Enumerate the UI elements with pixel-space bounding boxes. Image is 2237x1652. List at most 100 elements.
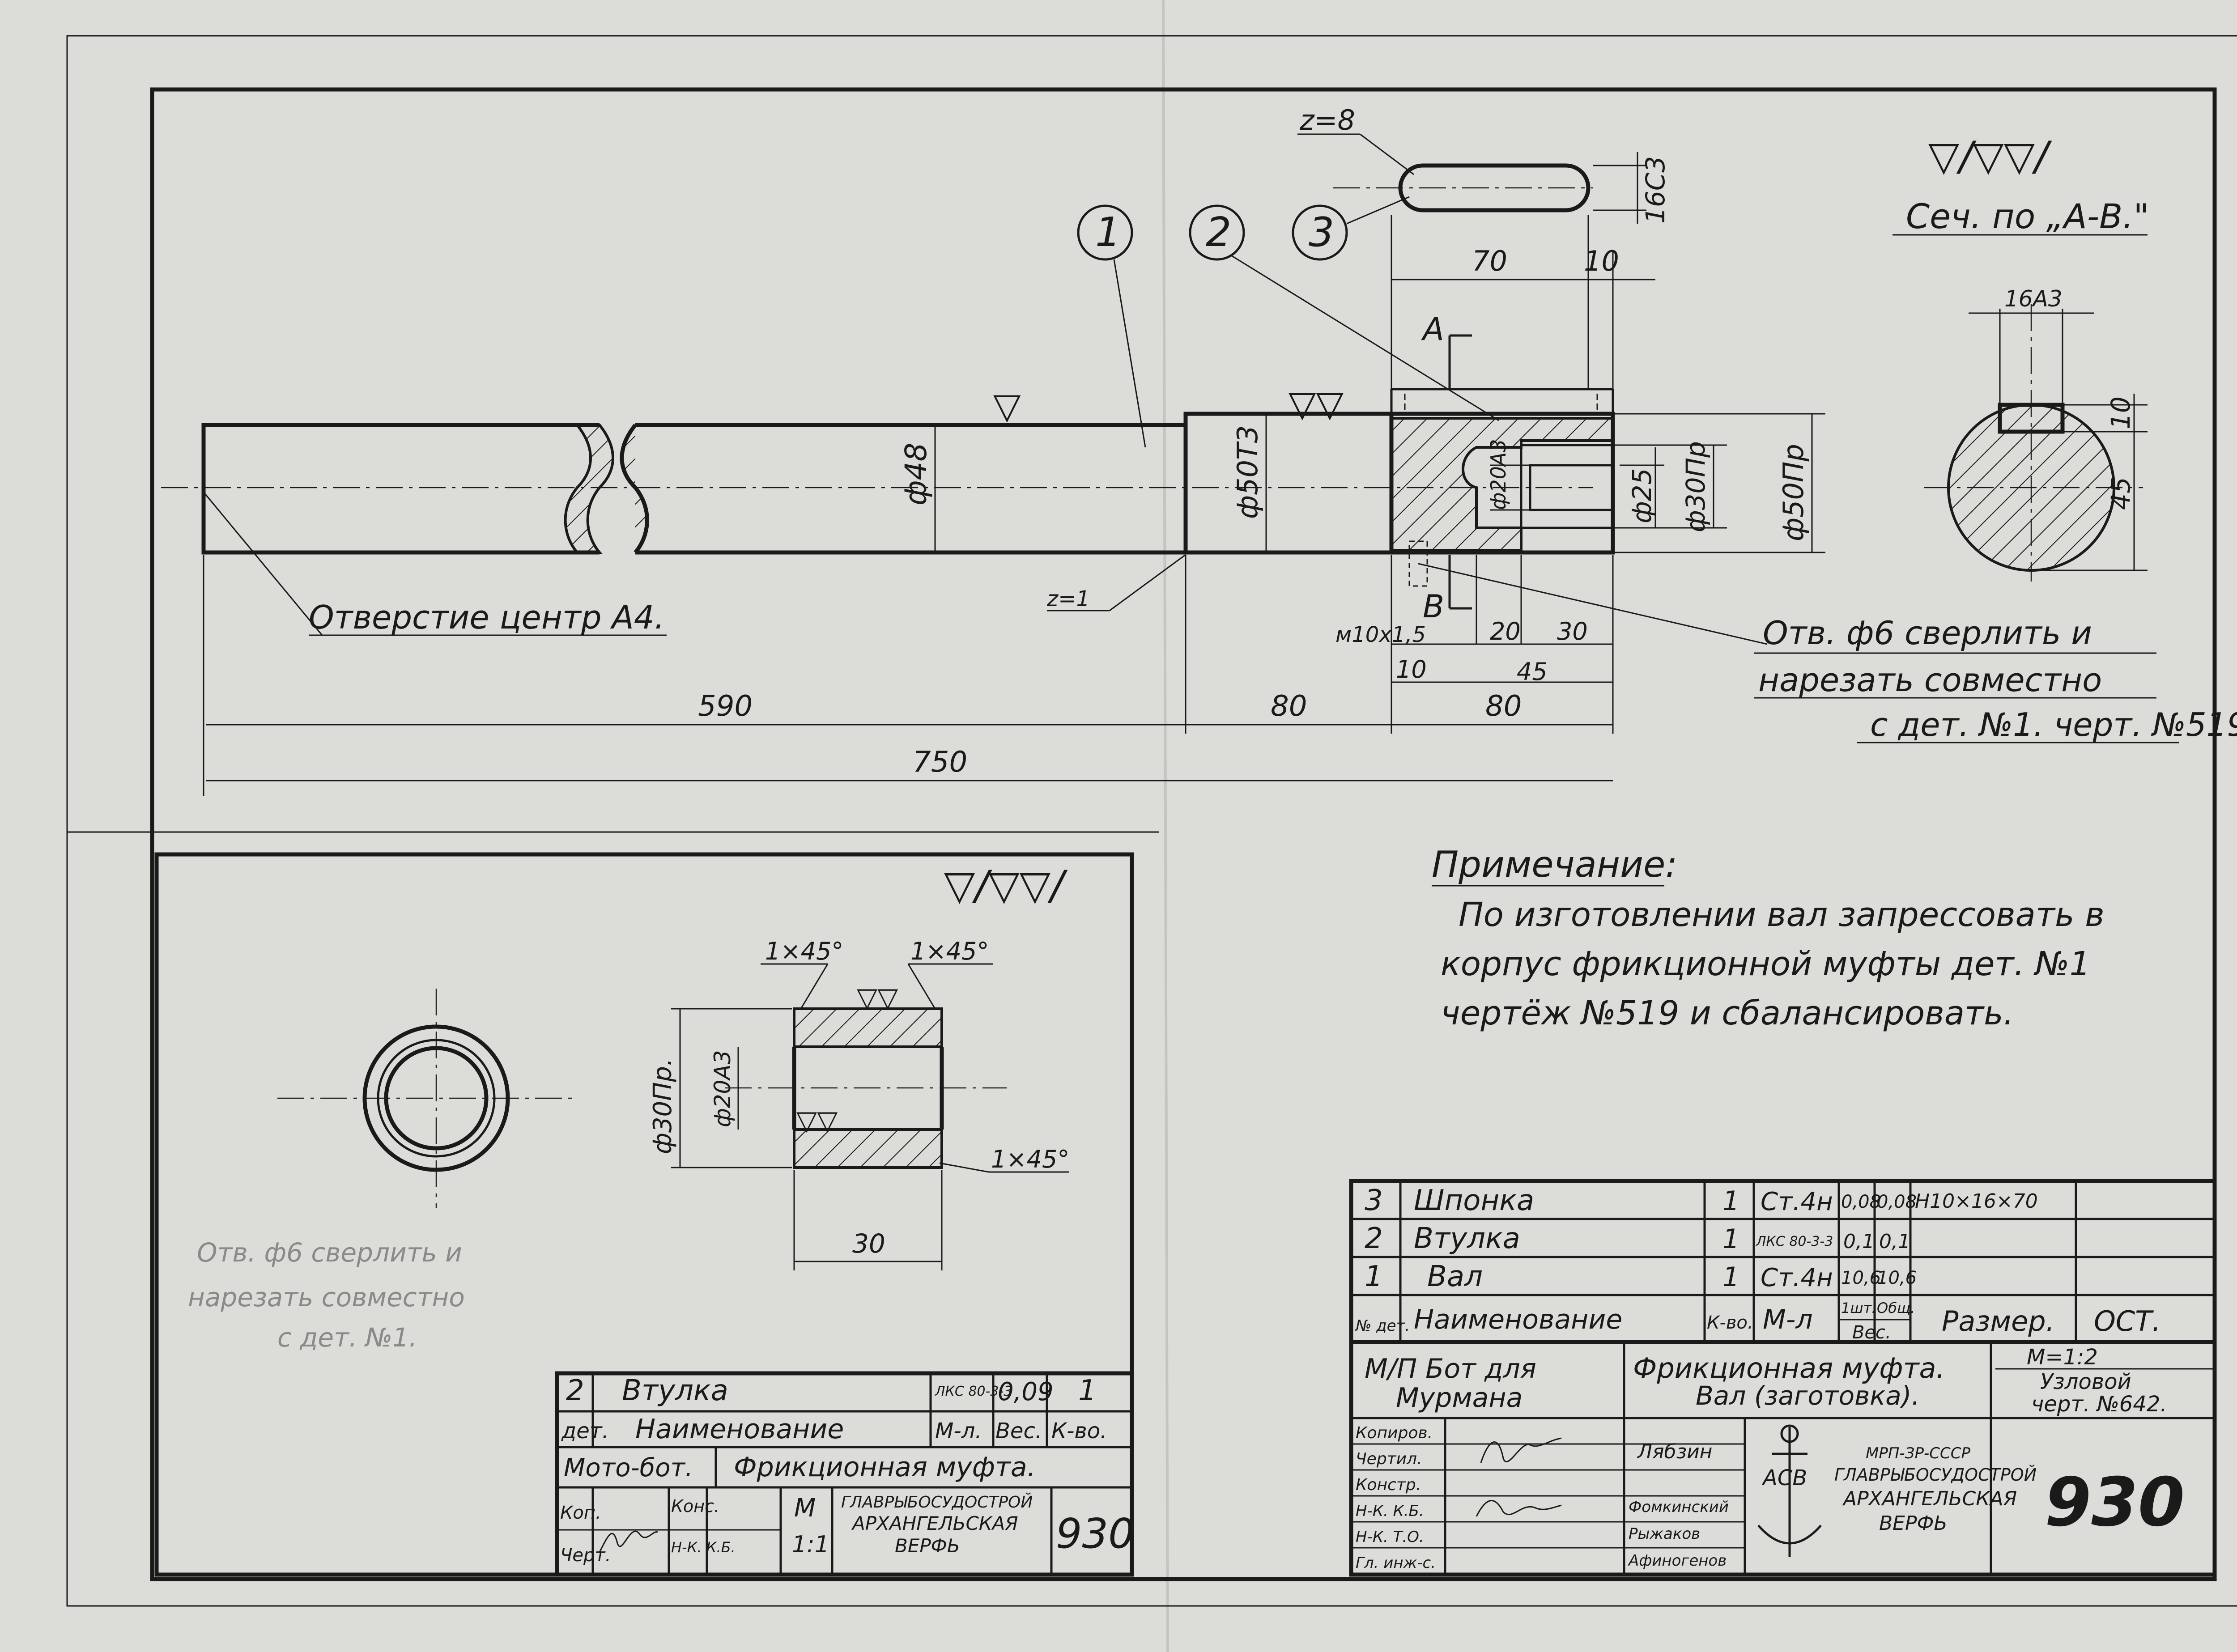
threaded-hole [1408, 540, 1428, 587]
bushing-dim-30: 30 [852, 1228, 885, 1259]
dia-25: ф25 [1627, 468, 1657, 523]
mtb-title-1: Фрикционная муфта. [1633, 1352, 1945, 1384]
balloon-3: 3 [1309, 209, 1334, 256]
mtb-name-5: Рыжаков [1629, 1525, 1700, 1543]
thread-m10: м10х1,5 [1335, 622, 1426, 647]
spec-r2-name: Втулка [1414, 1222, 1520, 1255]
spec-r1-name: Вал [1427, 1260, 1483, 1293]
bushing-title-block: 2 Втулка ЛКС 80-3-3 0,09 1 дет. Наименов… [555, 1371, 1135, 1577]
btb-row1-name: Втулка [622, 1374, 728, 1407]
spec-r2-w2: 0,1 [1879, 1230, 1910, 1253]
section-mark-a: А [1421, 311, 1444, 348]
balloon-1-circle [1077, 204, 1133, 261]
key-z8-leader [1360, 133, 1414, 175]
btb-frame [555, 1371, 1134, 1577]
spec-hdr-w1: 1шт. [1841, 1300, 1876, 1317]
section-a-b: ▽/▽▽/ Сеч. по „А-В." 16А3 10 45 [1893, 133, 2149, 582]
dim-590: 590 [698, 690, 753, 723]
dim-30-hub: 30 [1557, 617, 1588, 646]
mtb-frame [1349, 1340, 2217, 1577]
btb-product: Мото-бот. [564, 1453, 693, 1482]
spec-hdr-qty: К-во. [1707, 1312, 1753, 1333]
spec-r3-w1: 0,08 [1841, 1192, 1881, 1212]
balloon-2-leader [1230, 254, 1499, 421]
section-dim-16a3: 16А3 [2004, 286, 2063, 312]
spec-r3-mat: Ст.4н [1761, 1187, 1833, 1216]
bushing-dia-20a3: ф20А3 [710, 1050, 736, 1127]
dia-48: ф48 [899, 443, 933, 505]
paper-fold [1162, 0, 1169, 1652]
btb-row2-material: М-л. [935, 1418, 982, 1444]
center-hole-leader [203, 492, 323, 636]
dia-30pr: ф30Пр [1680, 441, 1711, 532]
spec-r3-w2: 0,08 [1877, 1192, 1917, 1212]
dim-80-b: 80 [1485, 690, 1522, 723]
mtb-signature-1 [1480, 1437, 1562, 1463]
btb-row1-material: ЛКС 80-3-3 [935, 1384, 1012, 1399]
roughness-step: ▽▽ [1289, 383, 1344, 425]
mtb-role-2: Чертил. [1356, 1450, 1422, 1468]
spec-r3-num: 3 [1365, 1184, 1383, 1217]
general-note: Примечание: По изготовлении вал запрессо… [1432, 844, 2105, 1032]
spec-r3-size: Н10×16×70 [1915, 1190, 2038, 1213]
bushing-dia-30pr: ф30Пр. [648, 1058, 677, 1154]
btb-scale: 1:1 [792, 1531, 829, 1558]
spec-hdr-w2: Общ. [1877, 1300, 1915, 1317]
mtb-role-5: Н-К. Т.О. [1356, 1528, 1424, 1546]
note-line-3: чертёж №519 и сбалансировать. [1441, 994, 2014, 1032]
mtb-name-3: Лябзин [1637, 1440, 1712, 1463]
mtb-assembly-1: Узловой [2040, 1369, 2131, 1394]
outer-border [66, 35, 2237, 1607]
dim-80-a: 80 [1271, 690, 1307, 723]
spec-table: 3 Шпонка 1 Ст.4н 0,08 0,08 Н10×16×70 2 В… [1349, 1179, 2217, 1344]
spec-r1-mat: Ст.4н [1761, 1263, 1833, 1292]
btb-org-3: ВЕРФЬ [895, 1535, 960, 1557]
chamfer-note-2: 1×45° [910, 937, 989, 965]
spec-r1-w1: 10,6 [1841, 1268, 1881, 1288]
chamfer-2-leader [907, 964, 936, 1009]
center-hole-note: Отверстие центр А4. [309, 599, 664, 636]
btb-number: 930 [1056, 1510, 1135, 1558]
drill-note-2: нарезать совместно [1758, 661, 2102, 699]
bore-20 [1529, 464, 1614, 511]
key-z8: z=8 [1299, 104, 1355, 136]
key-dim-16c3: 16С3 [1640, 156, 1671, 224]
spec-hdr-name: Наименование [1414, 1304, 1622, 1335]
bushing-wall-top [793, 1007, 943, 1048]
btb-row2-weight: Вес. [995, 1418, 1042, 1444]
mtb-role-1: Копиров. [1356, 1424, 1433, 1442]
spec-r1-w2: 10,6 [1877, 1268, 1917, 1288]
spec-hdr-mat: М-л [1763, 1304, 1813, 1335]
mtb-product-2: Мурмана [1396, 1382, 1523, 1414]
btb-row1-qty: 1 [1078, 1374, 1097, 1407]
btb-kons: Конс. [671, 1496, 719, 1516]
mtb-name-6: Афиногенов [1628, 1552, 1727, 1570]
anchor-logo-icon: АСВ [1757, 1424, 1822, 1557]
btb-org-2: АРХАНГЕЛЬСКАЯ [851, 1512, 1018, 1534]
mtb-title-2: Вал (заготовка). [1696, 1380, 1920, 1411]
spec-r3-name: Шпонка [1414, 1184, 1534, 1217]
mtb-org-2: ГЛАВРЫБОСУДОСТРОЙ [1834, 1465, 2037, 1485]
balloon-1-leader [1113, 259, 1146, 448]
mtb-signature-2 [1476, 1500, 1562, 1517]
dim-10-top: 10 [1584, 245, 1619, 277]
z1-leader [1109, 554, 1186, 612]
shaft-left-part [201, 423, 600, 555]
drill-note-3: с дет. №1. черт. №519. [1870, 706, 2237, 743]
dim-20: 20 [1490, 617, 1521, 646]
btb-assembly: Фрикционная муфта. [734, 1452, 1036, 1483]
section-dim-45: 45 [2105, 477, 2136, 510]
note-line-2: корпус фрикционной муфты дет. №1 [1441, 945, 2091, 983]
dia-50t3: ф50Т3 [1231, 425, 1264, 519]
btb-row2-num: дет. [561, 1418, 609, 1444]
roughness-shaft: ▽ [993, 385, 1021, 427]
balloon-1: 1 [1095, 209, 1121, 256]
btb-row2-qty: К-во. [1051, 1418, 1107, 1444]
dim-10-hub: 10 [1396, 655, 1427, 684]
bushing-roughness-inner: ▽▽ [796, 1105, 838, 1136]
mtb-role-3: Констр. [1356, 1476, 1421, 1494]
balloon-3-circle [1292, 204, 1348, 261]
balloon-3-leader [1346, 196, 1410, 225]
